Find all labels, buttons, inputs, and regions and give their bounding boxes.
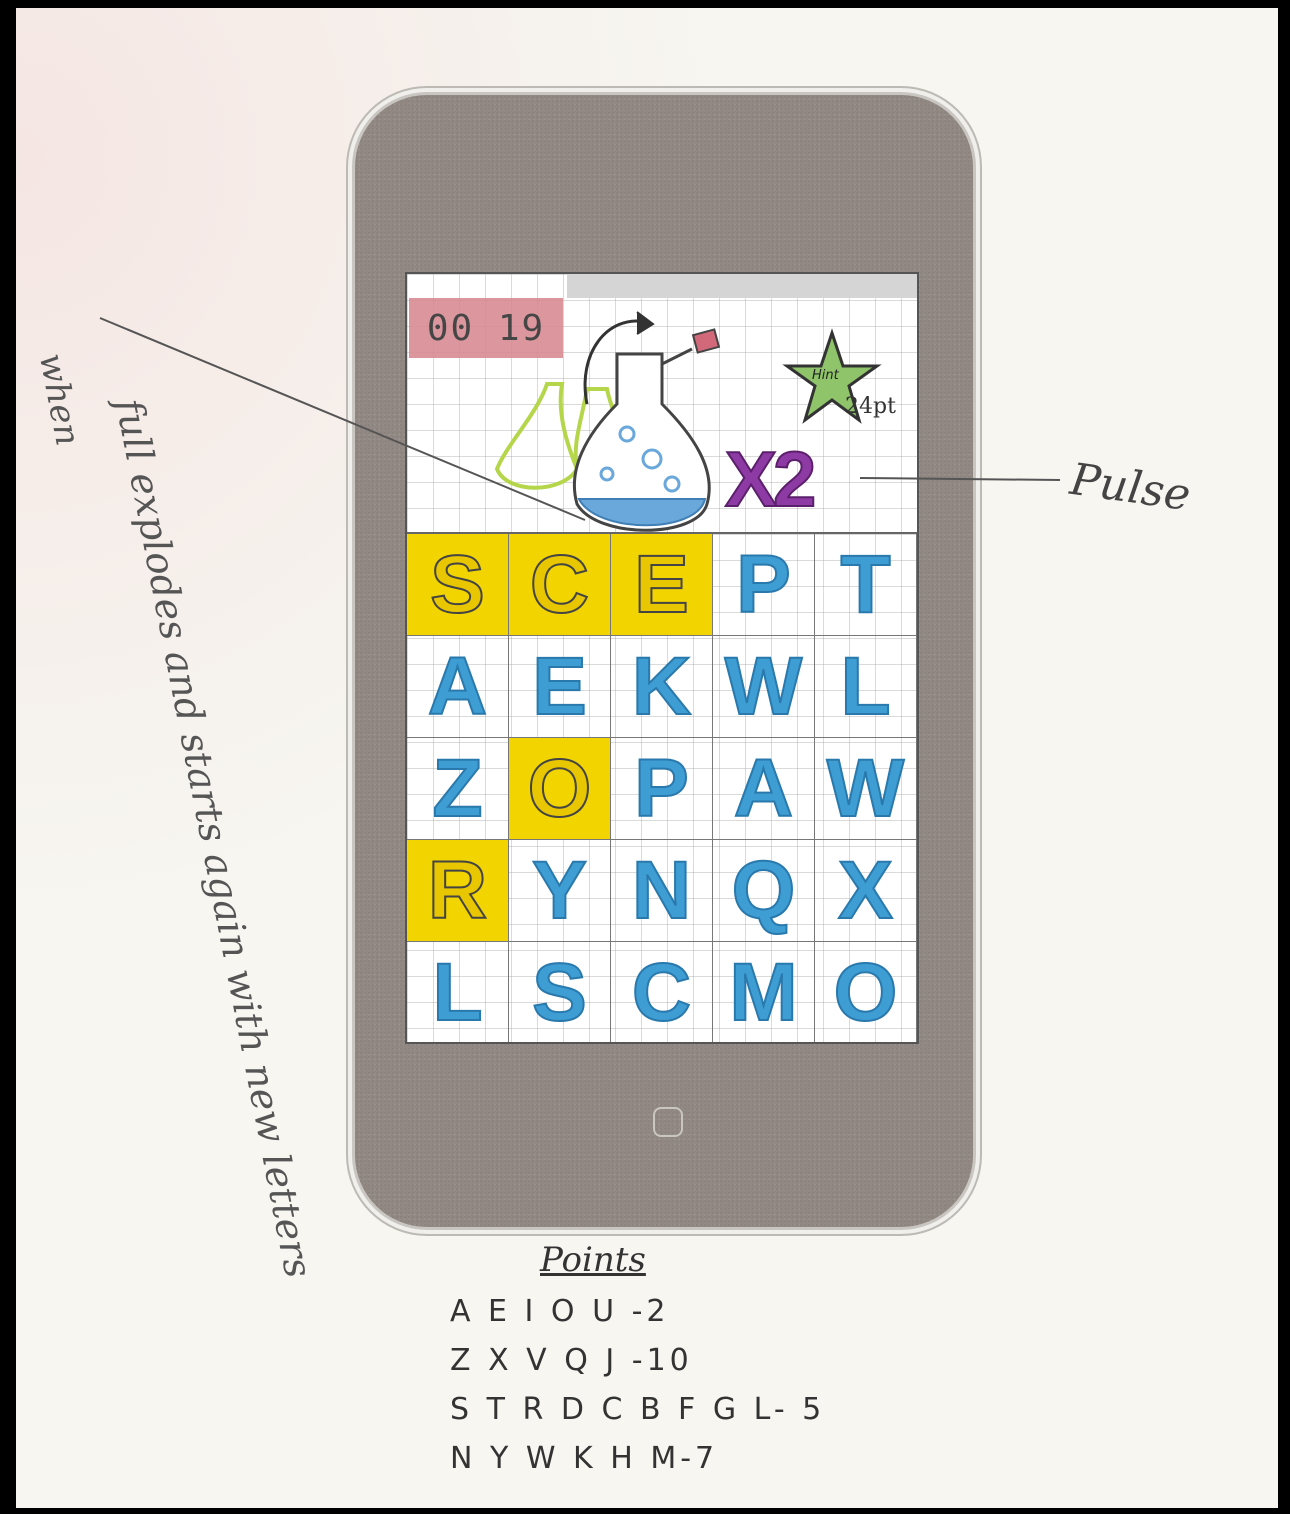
- letter-tile[interactable]: P: [611, 738, 713, 840]
- letter-tile[interactable]: E: [509, 636, 611, 738]
- letter-tile[interactable]: C: [611, 942, 713, 1044]
- letter-tile[interactable]: L: [407, 942, 509, 1044]
- points-row-common: S T R D C B F G L- 5: [450, 1392, 850, 1427]
- letter-tile[interactable]: T: [815, 534, 917, 636]
- hint-points: 24pt: [845, 394, 896, 419]
- letter-tile[interactable]: X: [815, 840, 917, 942]
- letter-tile[interactable]: S: [509, 942, 611, 1044]
- letter-tile[interactable]: O: [815, 942, 917, 1044]
- score-multiplier: X2: [725, 434, 812, 525]
- letter-tile[interactable]: Y: [509, 840, 611, 942]
- points-row-medium: N Y W K H M-7: [450, 1441, 850, 1476]
- hint-label: Hint: [812, 368, 839, 383]
- letter-tile[interactable]: O: [509, 738, 611, 840]
- letter-tile[interactable]: M: [713, 942, 815, 1044]
- letter-tile[interactable]: W: [815, 738, 917, 840]
- letter-tile[interactable]: W: [713, 636, 815, 738]
- letter-tile[interactable]: E: [611, 534, 713, 636]
- letter-tile[interactable]: N: [611, 840, 713, 942]
- points-row-rare: Z X V Q J -10: [450, 1343, 850, 1378]
- letter-tile[interactable]: Z: [407, 738, 509, 840]
- points-legend: Points A E I O U -2 Z X V Q J -10 S T R …: [450, 1240, 850, 1476]
- letter-tile[interactable]: K: [611, 636, 713, 738]
- home-button[interactable]: [653, 1107, 683, 1137]
- letter-tile[interactable]: A: [407, 636, 509, 738]
- letter-tile[interactable]: A: [713, 738, 815, 840]
- points-row-vowels: A E I O U -2: [450, 1294, 850, 1329]
- letter-tile[interactable]: P: [713, 534, 815, 636]
- letter-tile[interactable]: S: [407, 534, 509, 636]
- letter-tile[interactable]: R: [407, 840, 509, 942]
- letter-tile[interactable]: C: [509, 534, 611, 636]
- letter-tile[interactable]: L: [815, 636, 917, 738]
- letter-tile[interactable]: Q: [713, 840, 815, 942]
- points-title: Points: [540, 1240, 850, 1280]
